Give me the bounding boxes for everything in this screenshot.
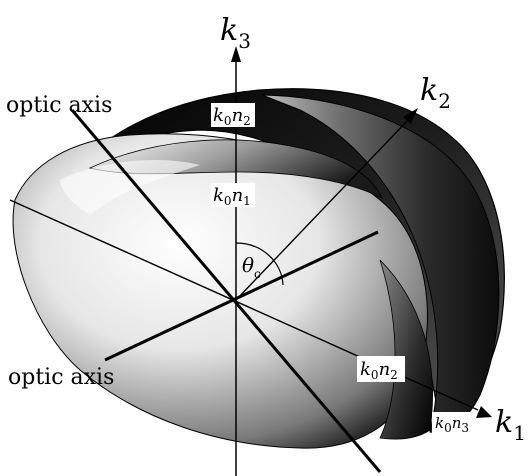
label-bg-k0n1 bbox=[211, 183, 255, 207]
optic-axis-line-2 bbox=[104, 230, 379, 362]
label-k0n2-right: k0n2 bbox=[360, 359, 398, 382]
label-k0n2-top: k0n2 bbox=[213, 105, 251, 128]
theta-c-arc bbox=[235, 242, 284, 286]
label-bg-k0n2-top bbox=[211, 103, 255, 127]
inner-highlight bbox=[60, 160, 200, 215]
optic-axis-label-upper: optic axis bbox=[6, 93, 112, 118]
k1-arrowhead bbox=[476, 406, 492, 418]
optic-axis-label-lower: optic axis bbox=[8, 365, 114, 390]
k1-label: k1 bbox=[495, 405, 526, 445]
label-bg-k0n2-right bbox=[357, 356, 405, 382]
k2-label: k2 bbox=[420, 73, 451, 113]
label-k0n3: k0n3 bbox=[435, 414, 469, 435]
theta-c-label: θc bbox=[242, 253, 261, 281]
optic-axis-line-1 bbox=[70, 109, 382, 473]
k2-arrowhead bbox=[403, 108, 418, 124]
label-k0n1: k0n1 bbox=[213, 185, 251, 208]
lower-right-crescent bbox=[379, 259, 433, 440]
k3-label: k3 bbox=[220, 13, 251, 53]
k3-arrowhead bbox=[231, 46, 241, 62]
label-bg-k0n3 bbox=[432, 412, 474, 434]
k2-axis bbox=[235, 117, 411, 301]
